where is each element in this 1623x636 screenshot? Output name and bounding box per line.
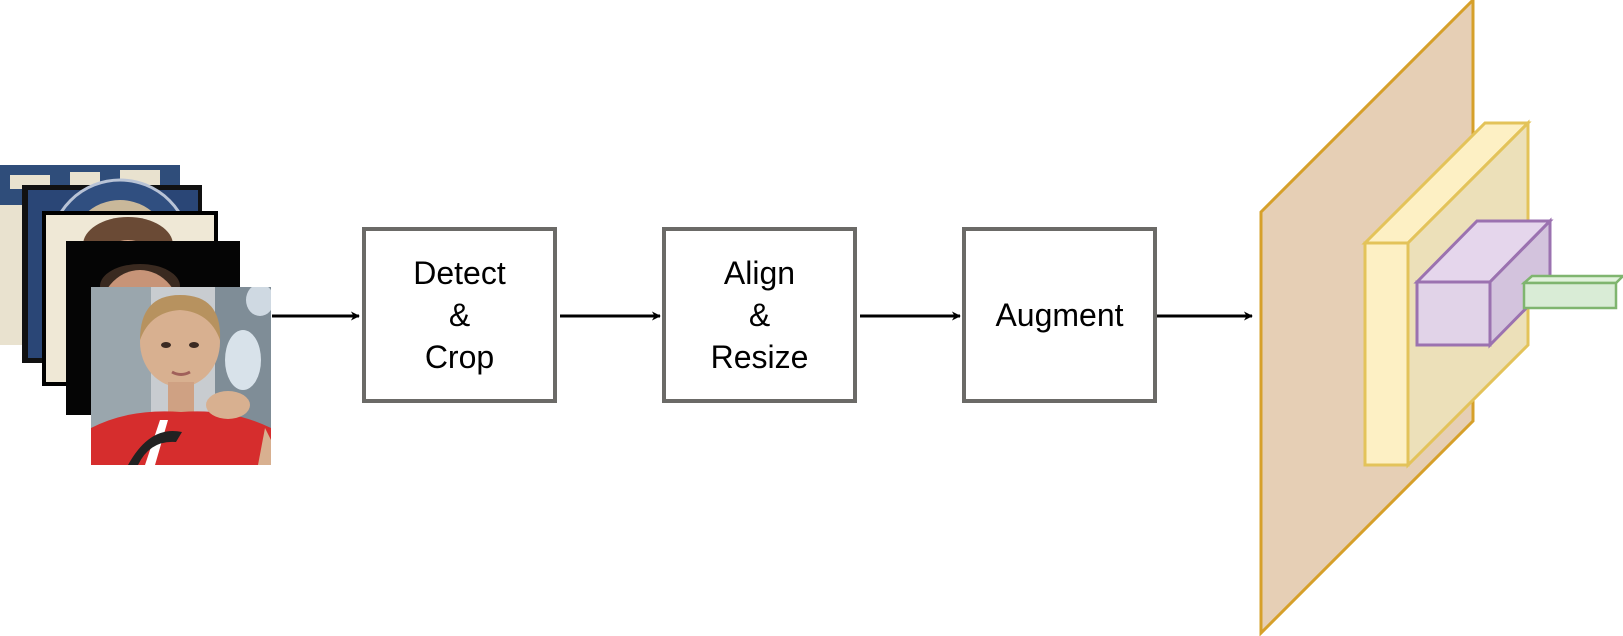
align-resize-line-2: &	[748, 297, 771, 333]
detect-crop-box: Detect & Crop	[362, 227, 557, 403]
align-resize-line-1: Align	[723, 255, 796, 291]
detect-crop-line-1: Detect	[413, 255, 506, 291]
block-green	[1520, 274, 1623, 310]
neural-network-3d-icon	[1259, 0, 1623, 636]
detect-crop-line-3: Crop	[424, 339, 495, 375]
block-purple	[1413, 217, 1554, 349]
align-resize-line-3: Resize	[710, 339, 809, 375]
detect-crop-line-2: &	[448, 297, 471, 333]
align-resize-box: Align & Resize	[662, 227, 857, 403]
augment-line-1: Augment	[995, 297, 1124, 333]
face-photo-stack-icon	[0, 165, 271, 465]
augment-box: Augment	[962, 227, 1157, 403]
photo-card-front	[91, 287, 271, 465]
